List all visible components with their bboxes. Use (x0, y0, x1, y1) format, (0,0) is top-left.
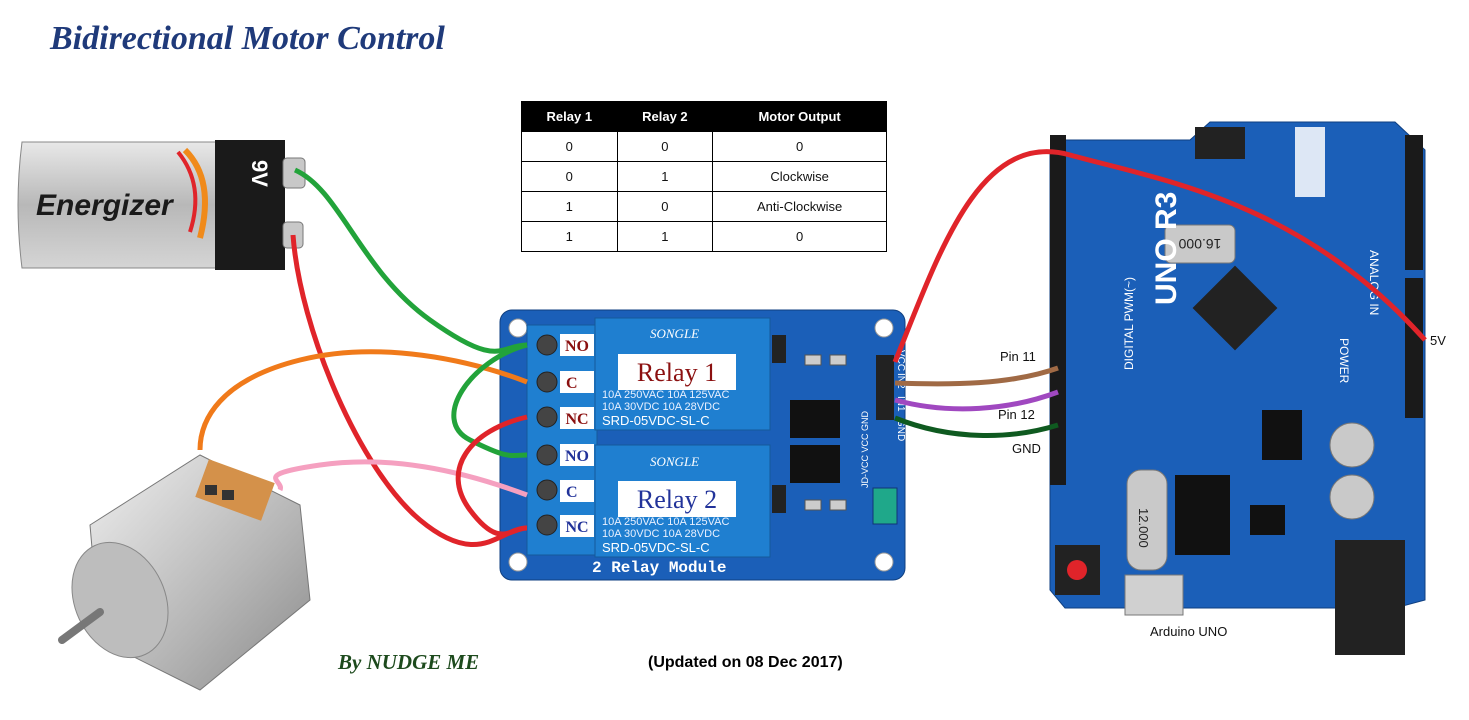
relay-1-rating-2: 10A 30VDC 10A 28VDC (602, 401, 720, 413)
digital-label: DIGITAL PWM(~) (1122, 277, 1136, 370)
table-cell: Clockwise (712, 161, 887, 192)
terminal-c-1: C (566, 375, 578, 392)
relay-1-part: SRD-05VDC-SL-C (602, 413, 710, 428)
terminal-c-2: C (566, 484, 578, 501)
wire-5v-red (892, 149, 1427, 363)
battery-black-cap (215, 140, 285, 270)
crystal-label: 16.000 (1178, 236, 1221, 252)
pin-header (876, 355, 894, 420)
arduino-uno: 16.000 UNO R3 DIGITAL PWM(~) ANALOG IN P… (1049, 121, 1426, 655)
crystal2-label: 12.000 (1136, 508, 1151, 548)
jumper-label: JD-VCC VCC GND (860, 410, 870, 488)
truth-table: Relay 1 Relay 2 Motor Output 0 0 0 0 1 C… (521, 101, 887, 252)
board-label: UNO R3 (1150, 192, 1183, 305)
wire-motor-pink (273, 459, 528, 498)
pin-vcc-label: VCC (895, 350, 906, 371)
analog-header (1405, 135, 1423, 270)
wire-nc-bridge-red (455, 414, 528, 537)
pin11-label: Pin 11 (1000, 349, 1036, 364)
wire-pin11-brown (894, 365, 1059, 387)
wire-motor-orange (197, 349, 528, 451)
power-label: POWER (1337, 338, 1351, 384)
optocoupler-2 (790, 445, 840, 483)
pin-gnd-label: GND (895, 419, 906, 441)
motor-shaft (58, 608, 104, 644)
digital-header (1050, 135, 1066, 485)
table-cell: 0 (616, 131, 714, 162)
power-header (1405, 278, 1423, 418)
arduino-caption: Arduino UNO (1150, 624, 1228, 639)
dc-jack (1335, 540, 1405, 655)
gnd-label: GND (1012, 441, 1041, 456)
crystal-16mhz (1164, 224, 1236, 264)
relay-2-rating-2: 10A 30VDC 10A 28VDC (602, 528, 720, 540)
icsp-header (1195, 127, 1245, 159)
diagram-title: Bidirectional Motor Control (50, 20, 445, 57)
optocoupler-1 (790, 400, 840, 438)
relay-2-rating-1: 10A 250VAC 10A 125VAC (602, 516, 729, 528)
terminal-nc-1: NC (565, 411, 588, 428)
battery-brand-label: Energizer (36, 189, 175, 222)
wire-battery-positive-green (293, 167, 528, 354)
header-motor-output: Motor Output (712, 101, 887, 132)
truth-table-header-row: Relay 1 Relay 2 Motor Output (521, 101, 887, 132)
relay-1-label: Relay 1 (637, 358, 717, 387)
motor-terminal-tab (195, 459, 275, 521)
table-row: 0 0 0 (521, 131, 887, 162)
v5-label: 5V (1430, 333, 1446, 348)
capacitor-1 (1329, 422, 1375, 468)
usb-port (1124, 574, 1184, 616)
terminal-nc-2: NC (565, 519, 588, 536)
analog-label: ANALOG IN (1367, 250, 1381, 315)
table-row: 1 1 0 (521, 221, 887, 252)
wire-battery-negative-red (290, 234, 528, 547)
arduino-board (1049, 121, 1426, 609)
relay-1-brand: SONGLE (650, 326, 699, 341)
crystal-12mhz (1126, 469, 1168, 571)
relay-2-label: Relay 2 (637, 485, 717, 514)
table-cell: 1 (521, 221, 618, 252)
relay-1-rating-1: 10A 250VAC 10A 125VAC (602, 389, 729, 401)
table-cell: Anti-Clockwise (712, 191, 887, 222)
relay-board-name: 2 Relay Module (592, 559, 726, 577)
wire-gnd-darkgreen (894, 415, 1059, 438)
wires (197, 149, 1427, 547)
capacitor-2 (1329, 474, 1375, 520)
terminal-no-1: NO (565, 338, 589, 355)
byline: By NUDGE ME (338, 650, 480, 674)
battery-voltage-label: 9V (247, 160, 272, 187)
usb-chip (1175, 475, 1230, 555)
terminal-no-2: NO (565, 448, 589, 465)
dc-motor (58, 454, 311, 691)
table-cell: 1 (616, 221, 714, 252)
header-relay-1: Relay 1 (521, 101, 618, 132)
reset-button (1067, 560, 1087, 580)
header-relay-2: Relay 2 (616, 101, 714, 132)
relay-module: SONGLE SONGLE 10A 250VAC 10A 125VAC 10A … (499, 309, 906, 581)
relay-2-brand: SONGLE (650, 454, 699, 469)
relay-2-part: SRD-05VDC-SL-C (602, 540, 710, 555)
pin12-label: Pin 12 (998, 407, 1035, 422)
battery-9v: Energizer 9V (17, 140, 306, 270)
jumper-block (872, 487, 898, 525)
wire-no-bridge-green (451, 342, 528, 459)
terminal-labels: NO C NC NO C NC (560, 334, 594, 537)
updated-date: (Updated on 08 Dec 2017) (648, 654, 843, 671)
wire-pin12-purple (894, 389, 1059, 412)
table-cell: 0 (712, 221, 887, 252)
